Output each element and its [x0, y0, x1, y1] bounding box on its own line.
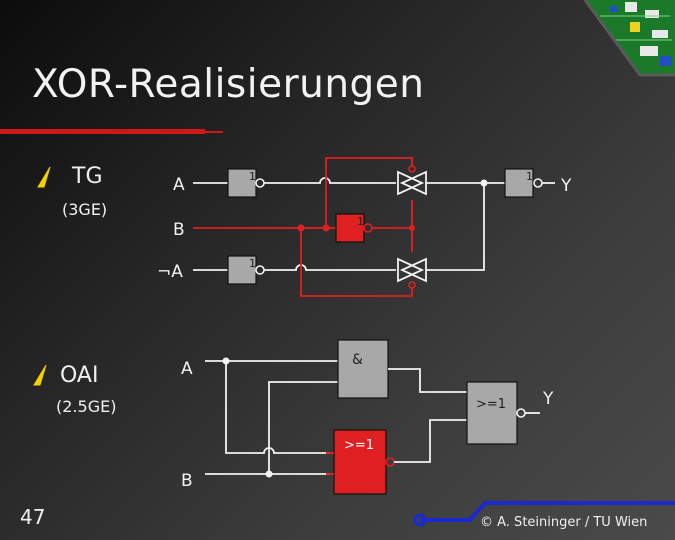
- inverter-nota-bubble: [255, 265, 265, 275]
- or-gate-red-label: >=1: [344, 438, 374, 453]
- inverter-a-bubble: [255, 178, 265, 188]
- title-underline: [0, 129, 205, 134]
- junction-binv: [409, 225, 415, 231]
- or-gate-red-bubble: [385, 457, 395, 467]
- wire-oai-a-down: [225, 361, 330, 454]
- and-gate: [337, 339, 389, 399]
- tg-input-not-a: ¬A: [157, 262, 183, 282]
- bullet-arrow-icon: [37, 166, 51, 188]
- tg-circuit: A B ¬A Y 1 1 1: [157, 157, 572, 297]
- oai-output-y: Y: [542, 389, 554, 409]
- copyright-text: © A. Steininger / TU Wien: [480, 515, 648, 530]
- and-gate-label: &: [352, 352, 363, 368]
- wire-b-tg2-bottom: [300, 228, 413, 297]
- inverter-a-label: 1: [249, 170, 256, 183]
- transmission-gate-1-icon: [397, 165, 427, 196]
- inverter-out-label: 1: [526, 170, 533, 183]
- inverter-nota-label: 1: [249, 257, 256, 270]
- page-number: 47: [20, 505, 46, 529]
- or-gate-out-bubble: [516, 408, 526, 418]
- bullet-arrow-icon: [33, 364, 47, 386]
- section-tg-label: TG: [72, 164, 103, 189]
- section-oai-sub: (2.5GE): [56, 397, 117, 416]
- oai-input-b: B: [181, 471, 193, 491]
- section-oai-label: OAI: [60, 363, 99, 388]
- oai-input-a: A: [181, 359, 193, 379]
- inverter-out-gate: [504, 168, 534, 198]
- circuit-board-decoration: [583, 0, 675, 77]
- inverter-a-gate: [227, 168, 257, 198]
- slide-title: XOR-Realisierungen: [32, 62, 425, 107]
- tg-input-a: A: [173, 175, 185, 195]
- wire-b-tg1-top: [325, 157, 413, 228]
- transmission-gate-2-icon: [397, 257, 427, 289]
- inverter-out-bubble: [533, 178, 543, 188]
- tg-output-y: Y: [560, 176, 572, 196]
- junction-out: [480, 179, 488, 187]
- or-gate-red: [333, 429, 387, 495]
- tg-input-b: B: [173, 220, 185, 240]
- title-underline-tail: [205, 131, 223, 133]
- inverter-b-bubble: [363, 223, 373, 233]
- oai-circuit: A B Y & >=1 >=1: [181, 339, 554, 495]
- wire-tg2-out: [426, 183, 485, 271]
- wire-inva-tg1: [264, 177, 396, 184]
- wire-oai-b-up: [268, 381, 338, 474]
- wire-or-out: [394, 419, 467, 463]
- wire-and-out: [388, 368, 467, 393]
- section-tg-sub: (3GE): [62, 200, 108, 219]
- footer-line-decoration: [413, 501, 675, 527]
- inverter-nota-gate: [227, 255, 257, 285]
- or-gate-out-label: >=1: [476, 397, 506, 412]
- or-gate-out: [466, 381, 518, 445]
- inverter-b-label: 1: [357, 215, 364, 228]
- wire-invnota-tg2: [264, 264, 396, 271]
